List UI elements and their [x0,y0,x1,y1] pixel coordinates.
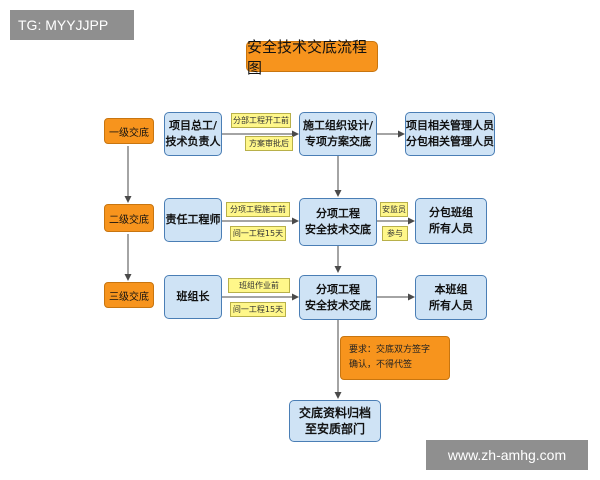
row1-responsible-line1: 项目总工/ [168,119,218,132]
row2-note-participate: 参与 [382,226,408,241]
row2-note-timing: 分项工程施工前 [226,202,290,217]
archive-box: 交底资料归档 至安质部门 [289,400,381,442]
row1-content-line2: 专项方案交底 [305,135,371,148]
row1-content-box: 施工组织设计/ 专项方案交底 [299,112,377,156]
row3-content-box: 分项工程 安全技术交底 [299,275,377,320]
row3-recipients-box: 本班组 所有人员 [415,275,487,320]
row2-note-interval: 间一工程15天 [230,226,286,241]
row2-recipients-box: 分包班组 所有人员 [415,198,487,244]
row3-content-line1: 分项工程 [316,282,360,296]
row1-content-line1: 施工组织设计/ [302,119,374,132]
row2-recipients-line2: 所有人员 [429,222,473,235]
row1-responsible-box: 项目总工/ 技术负责人 [164,112,222,156]
row2-recipients-line1: 分包班组 [429,206,473,219]
row1-note-timing: 分部工程开工前 [231,113,291,128]
row2-content-line1: 分项工程 [316,207,360,220]
row2-content-line2: 安全技术交底 [305,223,371,236]
level-2-marker: 二级交底 [104,204,154,232]
requirement-line2: 确认，不得代签 [349,360,413,370]
watermark-bottom: www.zh-amhg.com [426,440,588,470]
row3-content-line2: 安全技术交底 [305,298,371,312]
watermark-top: TG: MYYJJPP [10,10,134,40]
requirement-line1: 要求：交底双方签字 [349,345,431,355]
requirement-box: 要求：交底双方签字 确认，不得代签 [340,336,450,380]
row2-note-safety-officer: 安监员 [380,202,408,217]
row1-recipients-box: 项目相关管理人员 分包相关管理人员 [405,112,495,156]
row3-recipients-line1: 本班组 [434,282,468,296]
row3-responsible-line1: 班组长 [176,290,210,303]
row1-recipients-line1: 项目相关管理人员 [406,119,494,132]
row2-content-box: 分项工程 安全技术交底 [299,198,377,246]
row3-responsible-box: 班组长 [164,275,222,319]
row3-recipients-line2: 所有人员 [429,298,473,312]
row1-note-approval: 方案审批后 [245,136,293,151]
level-3-marker: 三级交底 [104,282,154,308]
archive-line2: 至安质部门 [304,422,365,436]
level-1-marker: 一级交底 [104,118,154,144]
row1-responsible-line2: 技术负责人 [165,135,221,148]
row3-note-timing: 班组作业前 [228,278,290,293]
flowchart-title: 安全技术交底流程图 [246,38,378,77]
archive-line1: 交底资料归档 [298,406,371,420]
row1-recipients-line2: 分包相关管理人员 [406,135,494,148]
row2-responsible-box: 责任工程师 [164,198,222,242]
row3-note-interval: 间一工程15天 [230,302,286,317]
row2-responsible-line1: 责任工程师 [165,213,221,226]
